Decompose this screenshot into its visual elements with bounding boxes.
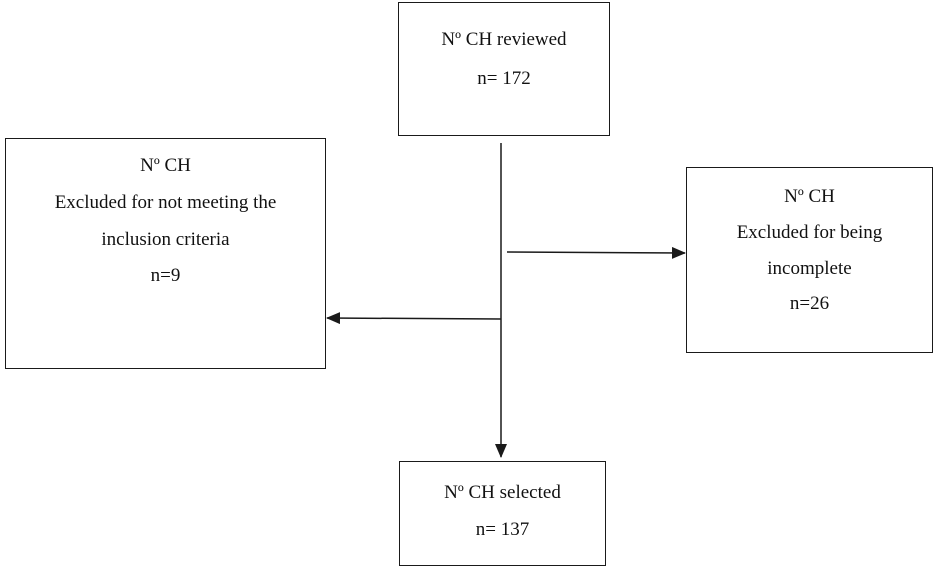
box-excluded-incomplete-reason-2: incomplete: [767, 257, 852, 279]
branch-arrow-criteria: [326, 312, 502, 325]
box-ch-reviewed-label: Nº CH reviewed: [441, 29, 567, 50]
box-excluded-incomplete-title: Nº CH: [784, 186, 835, 207]
box-excluded-criteria-reason-1: Excluded for not meeting the: [54, 191, 277, 213]
box-ch-reviewed-count: n= 172: [477, 67, 531, 89]
box-ch-selected: Nº CH selected n= 137: [399, 461, 606, 566]
box-excluded-criteria-count: n=9: [150, 265, 181, 287]
box-ch-reviewed: Nº CH reviewed n= 172: [398, 2, 610, 136]
box-ch-selected-count: n= 137: [475, 518, 530, 540]
box-excluded-incomplete-reason-1: Excluded for being: [736, 221, 883, 243]
box-excluded-criteria-reason-2: inclusion criteria: [101, 228, 230, 250]
box-excluded-incomplete: Nº CH Excluded for being incomplete n=26: [686, 167, 933, 353]
box-ch-selected-label: Nº CH selected: [444, 482, 561, 503]
box-excluded-criteria: Nº CH Excluded for not meeting the inclu…: [5, 138, 326, 369]
branch-arrow-incomplete: [506, 246, 686, 259]
box-excluded-incomplete-count: n=26: [789, 293, 830, 315]
box-excluded-criteria-title: Nº CH: [140, 155, 191, 176]
